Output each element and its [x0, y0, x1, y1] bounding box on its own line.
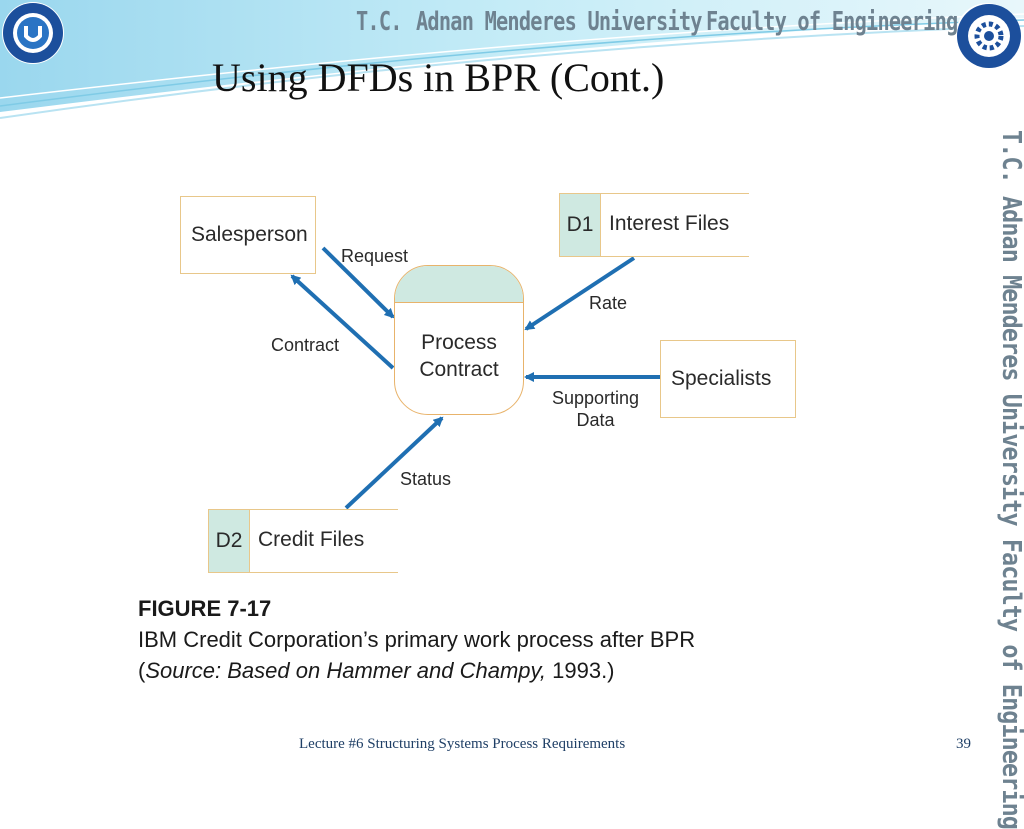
request-label: Request — [341, 246, 409, 266]
source-open: ( — [138, 658, 146, 683]
specialists-label: Specialists — [671, 367, 772, 390]
credit-files-store: D2 Credit Files — [208, 509, 398, 573]
banner-faculty: Faculty of Engineering — [706, 7, 958, 37]
request-arrow — [321, 246, 395, 319]
university-seal-icon — [3, 3, 63, 63]
header-banner — [0, 0, 1024, 119]
flow-arrows — [290, 246, 660, 510]
faculty-logo — [956, 3, 1021, 68]
store-id-d2: D2 — [208, 510, 250, 572]
supporting-label-line1: Supporting — [552, 388, 640, 408]
engineering-seal-icon — [957, 4, 1021, 68]
contract-label: Contract — [271, 335, 340, 355]
banner-university: Adnan Menderes University — [416, 7, 703, 37]
salesperson-label: Salesperson — [191, 223, 308, 246]
process-label-line1: Process — [421, 331, 497, 354]
interest-files-store: D1 Interest Files — [559, 193, 749, 257]
page-number: 39 — [956, 736, 971, 752]
store-id-d1: D1 — [559, 194, 601, 256]
university-logo — [2, 2, 64, 64]
supporting-data-label: Supporting Data — [552, 387, 639, 431]
rate-label: Rate — [589, 293, 628, 313]
process-contract: Process Contract — [394, 265, 524, 415]
figure-description: IBM Credit Corporation’s primary work pr… — [138, 627, 696, 652]
process-header — [395, 266, 523, 303]
footer-lecture: Lecture #6 Structuring Systems Process R… — [299, 736, 626, 752]
salesperson-entity: Salesperson — [180, 196, 316, 274]
credit-files-label: Credit Files — [258, 528, 365, 551]
process-label-line2: Contract — [419, 358, 499, 381]
rate-arrow — [524, 256, 636, 331]
banner-tc: T.C. — [356, 7, 403, 37]
contract-arrow — [290, 274, 395, 370]
source-italic: Source: Based on Hammer and Champy, — [145, 658, 547, 683]
figure-number: FIGURE 7-17 — [138, 596, 272, 621]
status-label: Status — [400, 469, 452, 489]
specialists-entity: Specialists — [660, 340, 796, 418]
figure-source: (Source: Based on Hammer and Champy, 199… — [138, 658, 615, 684]
supporting-label-line2: Data — [576, 410, 615, 430]
process-label: Process Contract — [395, 303, 523, 383]
interest-files-label: Interest Files — [609, 212, 730, 235]
slide-title: Using DFDs in BPR (Cont.) — [212, 55, 665, 100]
source-year: 1993.) — [546, 658, 615, 683]
status-arrow — [344, 416, 444, 510]
